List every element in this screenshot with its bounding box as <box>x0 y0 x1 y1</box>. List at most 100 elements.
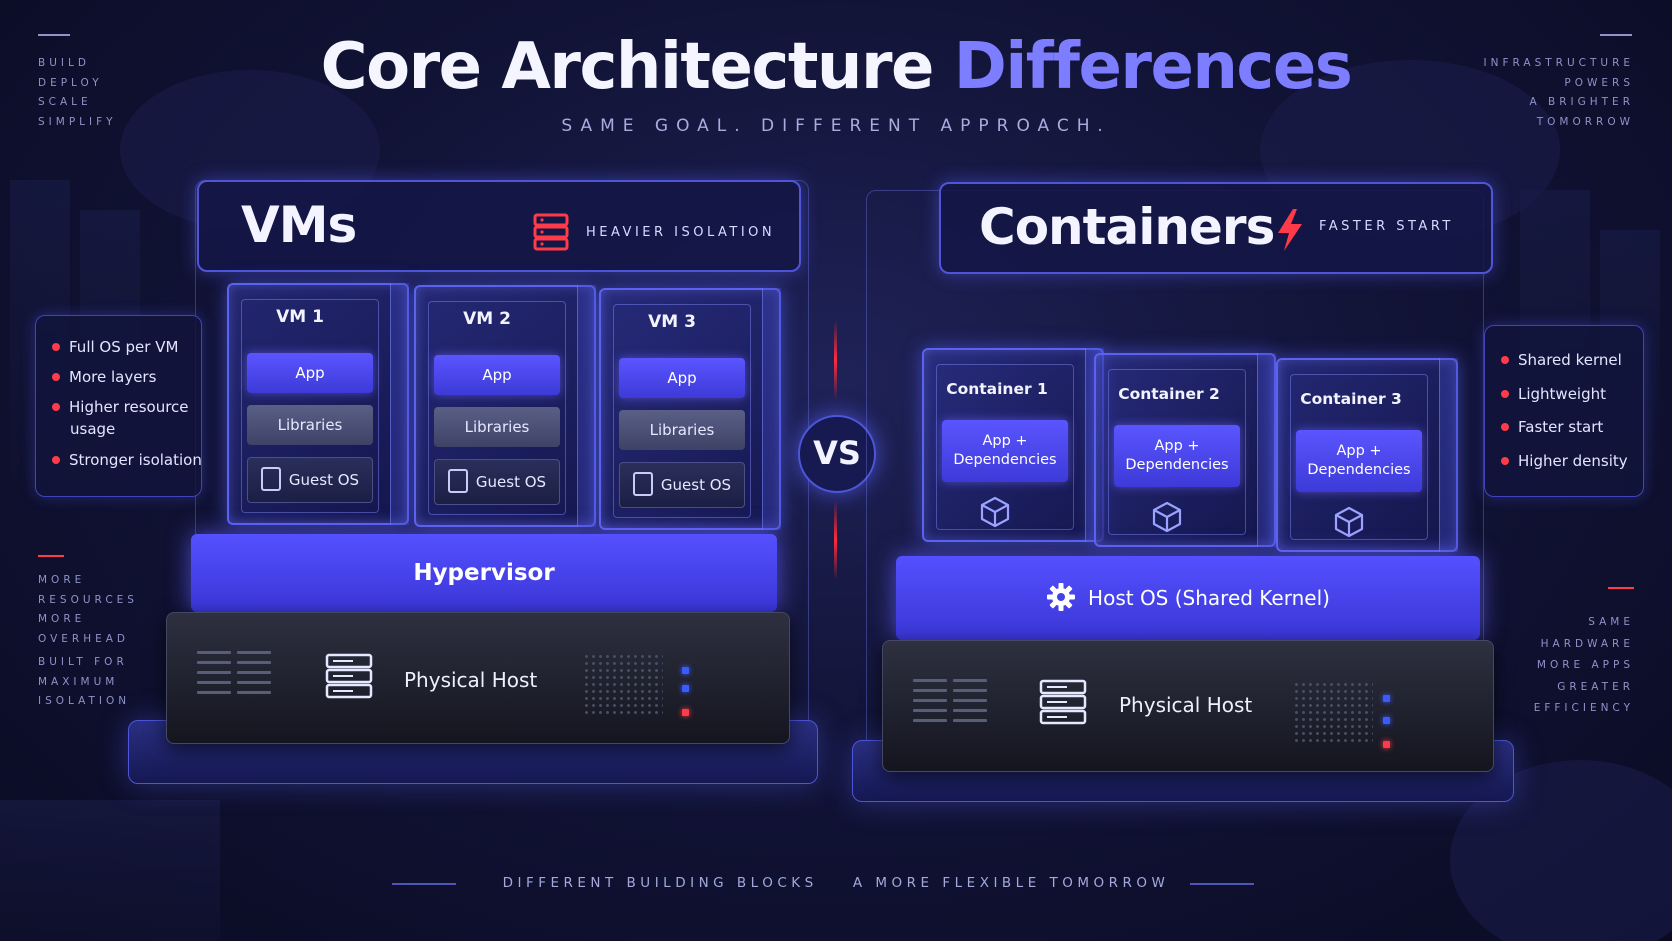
vm-tag: HEAVIER ISOLATION <box>586 225 776 240</box>
speaker-grille <box>583 653 663 717</box>
host-os-layer: Host OS (Shared Kernel) <box>896 556 1480 640</box>
vm-label: VM 1 <box>276 307 324 327</box>
container-label: Container 1 <box>946 380 1048 398</box>
vent-slot <box>197 671 231 674</box>
accent-dash <box>38 555 64 557</box>
vent-slot <box>953 719 987 722</box>
vent-slot <box>237 681 271 684</box>
vm-libraries-layer: Libraries <box>247 405 373 445</box>
vm-libraries-layer: Libraries <box>434 407 560 447</box>
bullet-item-continued: usage <box>70 420 116 438</box>
status-led-red <box>1383 741 1390 748</box>
vs-badge: VS <box>798 415 876 493</box>
vent-slot <box>913 689 947 692</box>
vm-app-layer: App <box>434 355 560 395</box>
host-os-label: Host OS (Shared Kernel) <box>1088 586 1330 610</box>
footer-tagline: DIFFERENT BUILDING BLOCKS A MORE FLEXIBL… <box>502 875 1170 891</box>
status-led-blue <box>1383 717 1390 724</box>
bullet-item: More layers <box>52 366 156 388</box>
bullet-item: Faster start <box>1501 416 1603 438</box>
vent-slot <box>237 661 271 664</box>
server-icon <box>1039 679 1087 725</box>
container-box-inner <box>1290 374 1428 540</box>
vm-guest-os-layer: Guest OS <box>247 457 373 503</box>
bullet-item: Higher density <box>1501 450 1628 472</box>
vent-slot <box>953 679 987 682</box>
vm-guest-os-layer: Guest OS <box>619 462 745 508</box>
vm-box-inner <box>241 299 379 513</box>
vent-slot <box>913 719 947 722</box>
vent-slot <box>237 651 271 654</box>
gear-icon <box>1047 582 1076 611</box>
cube-icon <box>980 496 1010 528</box>
container-box: Container 1 App +Dependencies <box>922 348 1104 542</box>
vm-label: VM 2 <box>463 309 511 329</box>
container-title: Containers <box>979 198 1275 256</box>
guest-os-label: Guest OS <box>660 476 732 494</box>
vent-slot <box>913 699 947 702</box>
page-subtitle: SAME GOAL. DIFFERENT APPROACH. <box>561 116 1111 136</box>
container-tag: FASTER START <box>1319 219 1454 234</box>
container-box-inner <box>1108 369 1246 535</box>
guest-os-label: Guest OS <box>288 471 360 489</box>
container-box-depth <box>1439 358 1458 552</box>
accent-dash <box>1608 587 1634 589</box>
vs-divider-line <box>834 500 837 580</box>
vm-box-depth <box>577 285 596 527</box>
container-app-layer: App +Dependencies <box>942 420 1068 482</box>
vm-box-inner <box>428 301 566 515</box>
container-app-layer: App +Dependencies <box>1296 430 1422 492</box>
vm-box: VM 3 App Libraries Guest OS <box>599 288 781 530</box>
vent-slot <box>953 709 987 712</box>
status-led-red <box>682 709 689 716</box>
bullet-dot <box>52 372 60 381</box>
container-box: Container 2 App +Dependencies <box>1094 353 1276 547</box>
bullet-item: Higher resource <box>52 396 189 418</box>
status-led-blue <box>682 685 689 692</box>
vm-title: VMs <box>241 196 357 254</box>
bullet-item: Full OS per VM <box>52 336 178 358</box>
vm-host-label: Physical Host <box>404 668 538 692</box>
vm-box-inner <box>613 304 751 518</box>
hypervisor-layer: Hypervisor <box>191 534 777 612</box>
container-box: Container 3 App +Dependencies <box>1276 358 1458 552</box>
vent-slot <box>953 689 987 692</box>
container-physical-host: Physical Host <box>882 640 1494 772</box>
bullet-item: Stronger isolation <box>52 449 202 471</box>
vent-slot <box>953 699 987 702</box>
cube-icon <box>1152 501 1182 533</box>
status-led-blue <box>682 667 689 674</box>
vent-slot <box>913 709 947 712</box>
vent-slot <box>913 679 947 682</box>
vent-slot <box>237 671 271 674</box>
vent-slot <box>197 651 231 654</box>
server-icon <box>325 653 373 699</box>
background-building <box>0 800 220 941</box>
bullet-item: Lightweight <box>1501 383 1606 405</box>
cube-icon <box>1334 506 1364 538</box>
vm-bullets-panel: Full OS per VM More layers Higher resour… <box>35 315 202 497</box>
disk-icon <box>632 471 653 496</box>
guest-os-label: Guest OS <box>475 473 547 491</box>
container-box-inner <box>936 364 1074 530</box>
container-bullets-panel: Shared kernel Lightweight Faster start H… <box>1484 325 1644 497</box>
vm-box: VM 1 App Libraries Guest OS <box>227 283 409 525</box>
bullet-dot <box>52 455 60 464</box>
container-box-depth <box>1257 353 1276 547</box>
container-host-label: Physical Host <box>1119 693 1253 717</box>
container-app-layer: App +Dependencies <box>1114 425 1240 487</box>
container-header-panel: Containers FASTER START <box>939 182 1493 274</box>
lightning-icon <box>1278 209 1302 251</box>
disk-icon <box>260 466 281 491</box>
bullet-dot <box>1501 389 1509 398</box>
bullet-dot <box>52 342 60 351</box>
vm-label: VM 3 <box>648 312 696 332</box>
vm-box-depth <box>390 283 409 525</box>
vm-libraries-layer: Libraries <box>619 410 745 450</box>
vm-physical-host: Physical Host <box>166 612 790 744</box>
vent-slot <box>237 691 271 694</box>
